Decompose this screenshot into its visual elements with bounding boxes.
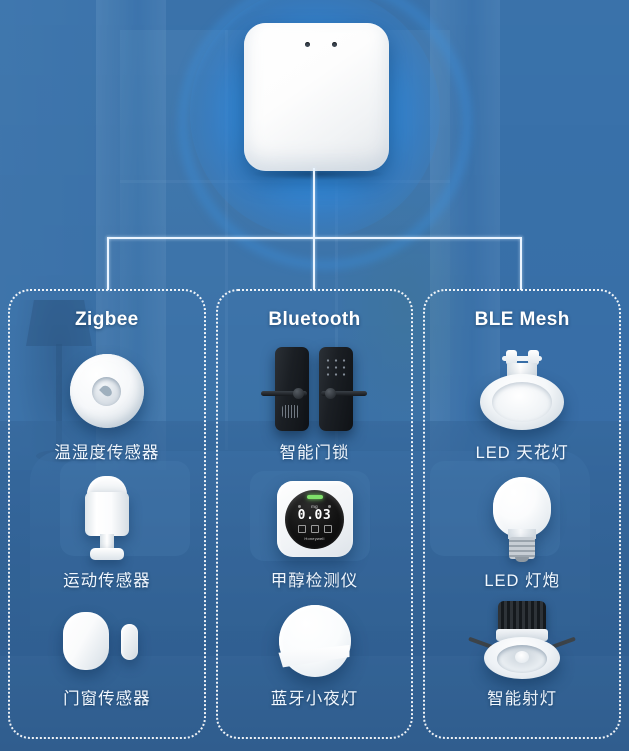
device-item-smart-spotlight[interactable]: 智能射灯 (425, 599, 619, 709)
gateway-glow-ring (178, 0, 472, 270)
detector-value: 0.03 (297, 508, 332, 523)
device-label: 蓝牙小夜灯 (270, 690, 359, 708)
device-item-smart-door-lock[interactable]: 智能门锁 (218, 345, 412, 463)
detector-status-bar (306, 494, 323, 499)
smart-spotlight-icon (468, 599, 577, 683)
protocol-columns: Zigbee 温湿度传感器 运动传感器 门窗传感器 (0, 289, 629, 739)
methanol-detector-icon: mg 0.03 Honeywell (276, 473, 353, 565)
device-label: 智能门锁 (279, 444, 350, 462)
device-item-door-window-sensor[interactable]: 门窗传感器 (10, 599, 204, 709)
detector-brand: Honeywell (304, 536, 325, 541)
protocol-column-ble-mesh[interactable]: BLE Mesh LED 天花灯 LED 灯炮 (423, 289, 622, 739)
column-title-zigbee: Zigbee (75, 309, 139, 330)
bluetooth-night-light-icon (278, 599, 351, 683)
device-label: 甲醇检测仪 (270, 572, 359, 590)
device-label: 运动传感器 (63, 572, 151, 590)
connector-trunk (313, 168, 315, 238)
column-title-bluetooth: Bluetooth (268, 309, 361, 330)
led-ceiling-light-icon (476, 345, 568, 437)
device-label: 门窗传感器 (63, 690, 151, 708)
smart-gateway-device[interactable] (244, 23, 389, 171)
column-title-ble-mesh: BLE Mesh (474, 309, 570, 330)
gateway-led-indicator-2 (332, 42, 337, 47)
device-item-motion-sensor[interactable]: 运动传感器 (10, 473, 204, 591)
smart-door-lock-icon (260, 345, 369, 437)
device-label: LED 灯炮 (484, 572, 561, 590)
device-item-temperature-humidity-sensor[interactable]: 温湿度传感器 (10, 345, 204, 463)
device-item-bluetooth-night-light[interactable]: 蓝牙小夜灯 (218, 599, 412, 709)
temperature-humidity-sensor-icon (69, 345, 144, 437)
gateway-led-indicator-1 (305, 42, 310, 47)
connector-branch-left (107, 237, 109, 290)
device-label: 智能射灯 (487, 690, 558, 708)
device-label: LED 天花灯 (475, 444, 569, 462)
device-item-led-ceiling-light[interactable]: LED 天花灯 (425, 345, 619, 463)
device-item-led-bulb[interactable]: LED 灯炮 (425, 473, 619, 591)
connector-branch-right (520, 237, 522, 290)
protocol-column-bluetooth[interactable]: Bluetooth 智能门锁 (215, 289, 414, 739)
connector-branch-center (313, 237, 315, 290)
led-bulb-icon (493, 473, 552, 565)
device-label: 温湿度传感器 (54, 444, 160, 462)
protocol-column-zigbee[interactable]: Zigbee 温湿度传感器 运动传感器 门窗传感器 (8, 289, 206, 739)
door-window-sensor-icon (62, 599, 151, 683)
detector-unit: mg (311, 504, 318, 509)
gateway-shadow (252, 168, 384, 180)
device-item-methanol-detector[interactable]: mg 0.03 Honeywell 甲醇检测仪 (218, 473, 412, 591)
motion-sensor-icon (78, 473, 136, 565)
connector-lines (0, 0, 629, 300)
